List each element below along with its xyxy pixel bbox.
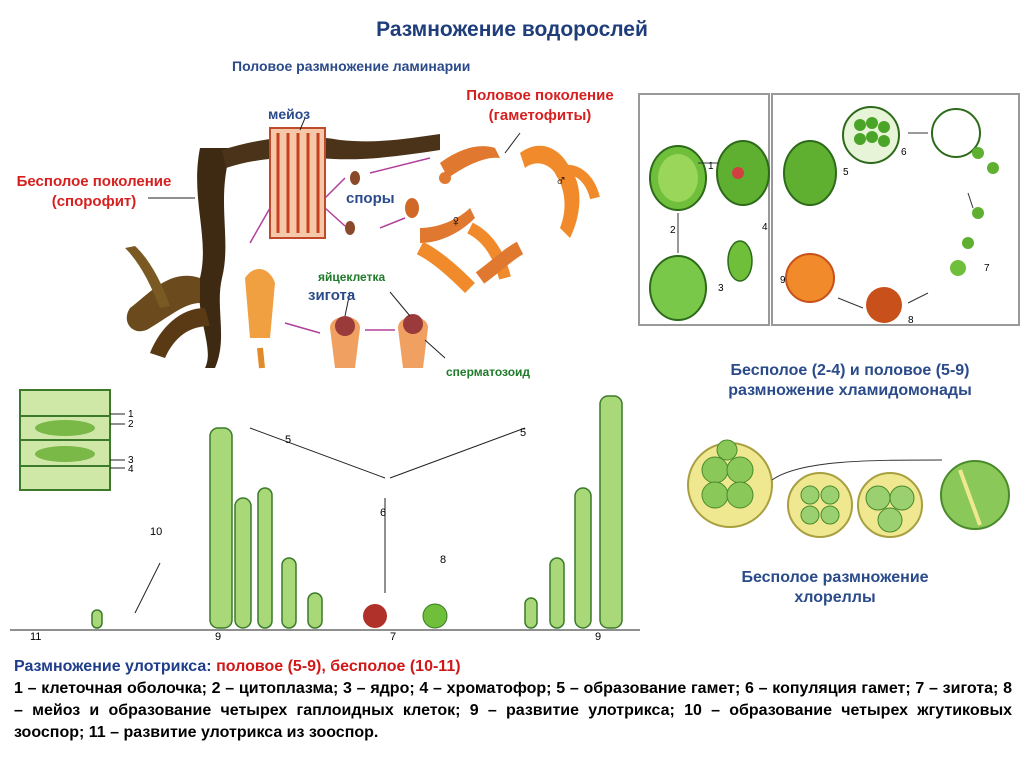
- chl-num-7: 7: [984, 263, 990, 274]
- chlamydomonas-caption-line2: размножение хламидомонады: [728, 382, 972, 399]
- ulo-num-10: 10: [150, 526, 162, 538]
- chlorella-caption: Бесполое размножение хлореллы: [700, 568, 970, 608]
- chl-num-3: 3: [718, 283, 724, 294]
- chl-num-4: 4: [762, 222, 768, 233]
- chl-num-5: 5: [843, 167, 849, 178]
- svg-text:2: 2: [128, 419, 134, 430]
- chlorella-caption-line1: Бесполое размножение: [741, 569, 929, 586]
- chlamydomonas-sexual-box: [771, 93, 1020, 326]
- sexual-generation-line2: (гаметофиты): [488, 107, 592, 124]
- chlamydomonas-asexual-box: [638, 93, 770, 326]
- laminaria-subtitle: Половое размножение ламинарии: [232, 58, 471, 74]
- ulo-num-6: 6: [380, 507, 386, 519]
- asexual-generation-line2: (спорофит): [51, 193, 137, 210]
- asexual-generation-line1: Бесполое поколение: [16, 173, 172, 190]
- zygote-label: зигота: [308, 287, 356, 304]
- sexual-generation-line1: Половое поколение: [466, 87, 614, 104]
- svg-text:4: 4: [128, 464, 134, 475]
- ulo-num-7: 7: [390, 631, 396, 643]
- ulothrix-caption: Размножение улотрикса: половое (5-9), бе…: [14, 656, 1012, 744]
- chl-num-1: 1: [708, 161, 714, 172]
- chlamydomonas-diagram: 1 2 3 4 5 6 7 8 9: [649, 106, 999, 326]
- ulothrix-caption-asexual: бесполое (10-11): [330, 658, 461, 675]
- spores-label: споры: [346, 190, 395, 207]
- ulo-num-8: 8: [440, 554, 446, 566]
- chl-num-8: 8: [908, 315, 914, 326]
- chlorella-caption-line2: хлореллы: [794, 589, 876, 606]
- sperm-label: сперматозоид: [446, 365, 531, 379]
- ulothrix-caption-prefix: Размножение улотрикса:: [14, 658, 212, 675]
- chl-num-2: 2: [670, 225, 676, 236]
- sexual-generation-label: Половое поколение (гаметофиты): [440, 86, 640, 126]
- meiosis-label: мейоз: [268, 106, 311, 122]
- svg-text:3: 3: [128, 455, 134, 466]
- ulothrix-caption-sexual: половое (5-9),: [216, 658, 326, 675]
- svg-text:♂: ♂: [555, 173, 567, 190]
- laminaria-diagram: ♂ ♀: [125, 117, 600, 369]
- ulo-num-11: 11: [30, 631, 41, 643]
- ulo-num-9b: 9: [595, 631, 601, 643]
- chlorella-diagram: [687, 439, 1010, 538]
- chlamydomonas-caption-line1: Бесполое (2-4) и половое (5-9): [730, 362, 970, 379]
- asexual-generation-label: Бесполое поколение (спорофит): [2, 172, 186, 212]
- chl-num-9: 9: [780, 275, 786, 286]
- ulo-num-5a: 5: [285, 434, 291, 446]
- svg-text:1: 1: [128, 409, 134, 420]
- chl-num-6: 6: [901, 147, 907, 158]
- egg-label: яйцеклетка: [318, 270, 386, 284]
- ulo-num-9a: 9: [215, 631, 221, 643]
- ulothrix-diagram: 12 34 5 5 6 8 10 11 9 7 9: [10, 389, 640, 643]
- ulo-num-5b: 5: [520, 427, 526, 439]
- chlamydomonas-caption: Бесполое (2-4) и половое (5-9) размножен…: [690, 361, 1010, 401]
- svg-text:♀: ♀: [450, 213, 462, 230]
- page-title: Размножение водорослей: [376, 18, 648, 41]
- ulothrix-legend: 1 – клеточная оболочка; 2 – цитоплазма; …: [14, 680, 1012, 741]
